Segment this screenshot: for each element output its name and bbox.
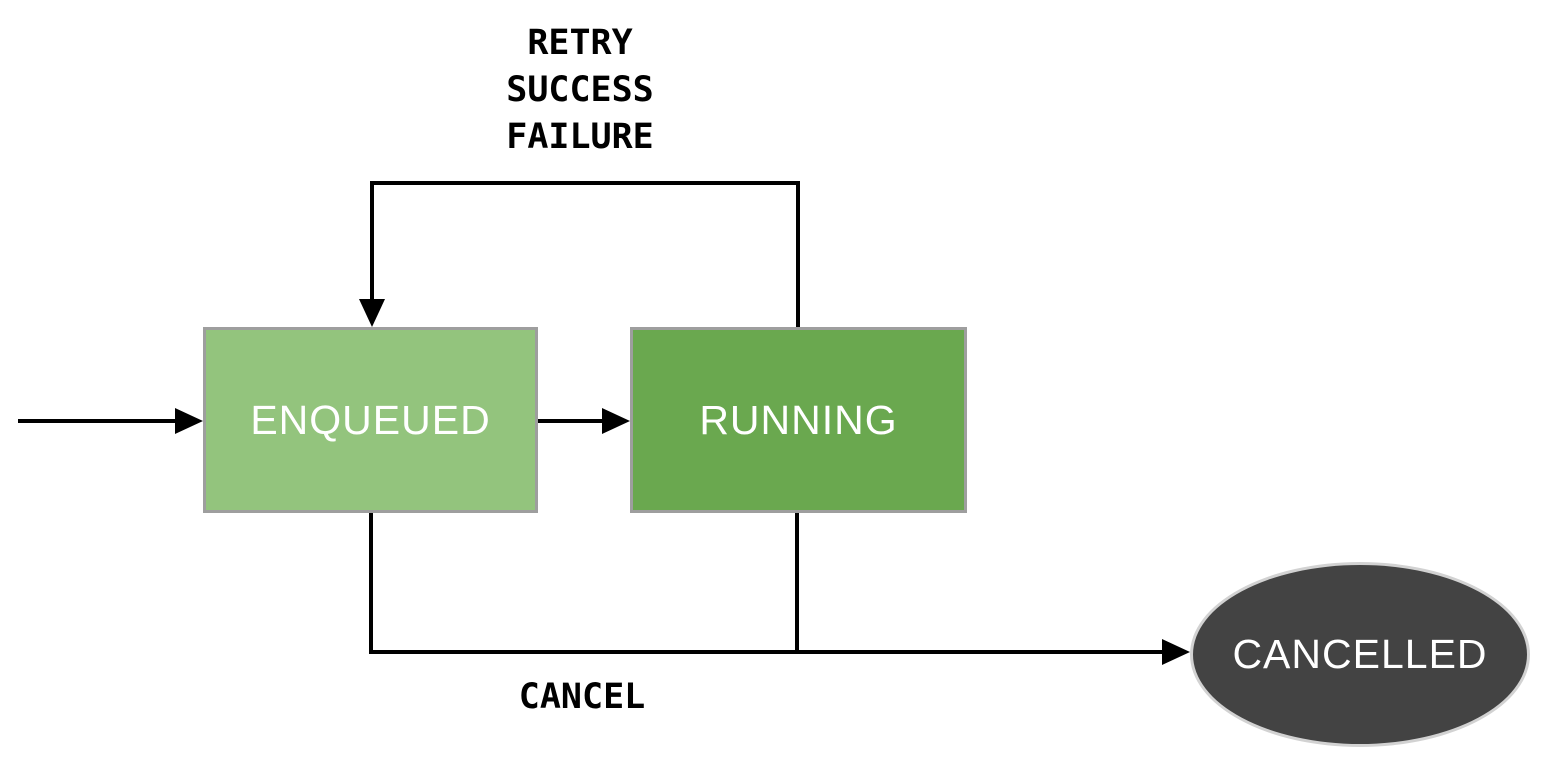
arrowhead-running-to-enqueued: [359, 299, 385, 327]
arrowhead-start-to-enqueued: [175, 408, 203, 434]
edge-enqueued-to-cancelled: [369, 513, 1164, 654]
edge-label-retry: RETRY: [527, 23, 633, 63]
arrowhead-enqueued-to-running: [602, 408, 630, 434]
edge-label-success: SUCCESS: [506, 70, 654, 110]
edge-label-cancel: CANCEL: [518, 677, 646, 717]
arrowhead-to-cancelled: [1162, 639, 1190, 665]
state-node-running: RUNNING: [630, 327, 967, 513]
edge-label-retry-success-failure: RETRY SUCCESS FAILURE: [506, 20, 654, 161]
state-node-cancelled: CANCELLED: [1190, 562, 1530, 747]
state-node-enqueued: ENQUEUED: [203, 327, 538, 513]
state-node-running-label: RUNNING: [699, 396, 898, 443]
state-node-cancelled-label: CANCELLED: [1232, 631, 1488, 677]
state-node-enqueued-label: ENQUEUED: [250, 396, 491, 443]
edge-running-to-enqueued-loop: [370, 181, 800, 327]
edge-label-failure: FAILURE: [506, 117, 654, 157]
